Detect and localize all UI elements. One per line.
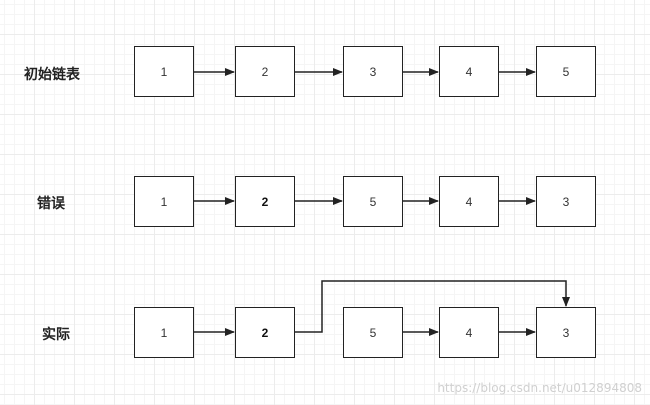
node-actual-2: 2 — [235, 307, 295, 358]
node-wrong-3: 5 — [343, 176, 403, 227]
row-label-initial: 初始链表 — [24, 67, 80, 83]
node-initial-5: 5 — [536, 46, 596, 97]
watermark: https://blog.csdn.net/u012894808 — [437, 381, 642, 395]
node-actual-3: 5 — [343, 307, 403, 358]
node-actual-5: 3 — [536, 307, 596, 358]
node-wrong-4: 4 — [439, 176, 499, 227]
row-label-actual: 实际 — [42, 327, 70, 343]
node-initial-1: 1 — [134, 46, 194, 97]
node-initial-4: 4 — [439, 46, 499, 97]
node-initial-2: 2 — [235, 46, 295, 97]
node-wrong-5: 3 — [536, 176, 596, 227]
node-actual-1: 1 — [134, 307, 194, 358]
row-label-wrong: 错误 — [37, 196, 65, 212]
node-wrong-2: 2 — [235, 176, 295, 227]
arrow-actual-2-to-last — [295, 280, 570, 333]
node-initial-3: 3 — [343, 46, 403, 97]
node-actual-4: 4 — [439, 307, 499, 358]
node-wrong-1: 1 — [134, 176, 194, 227]
